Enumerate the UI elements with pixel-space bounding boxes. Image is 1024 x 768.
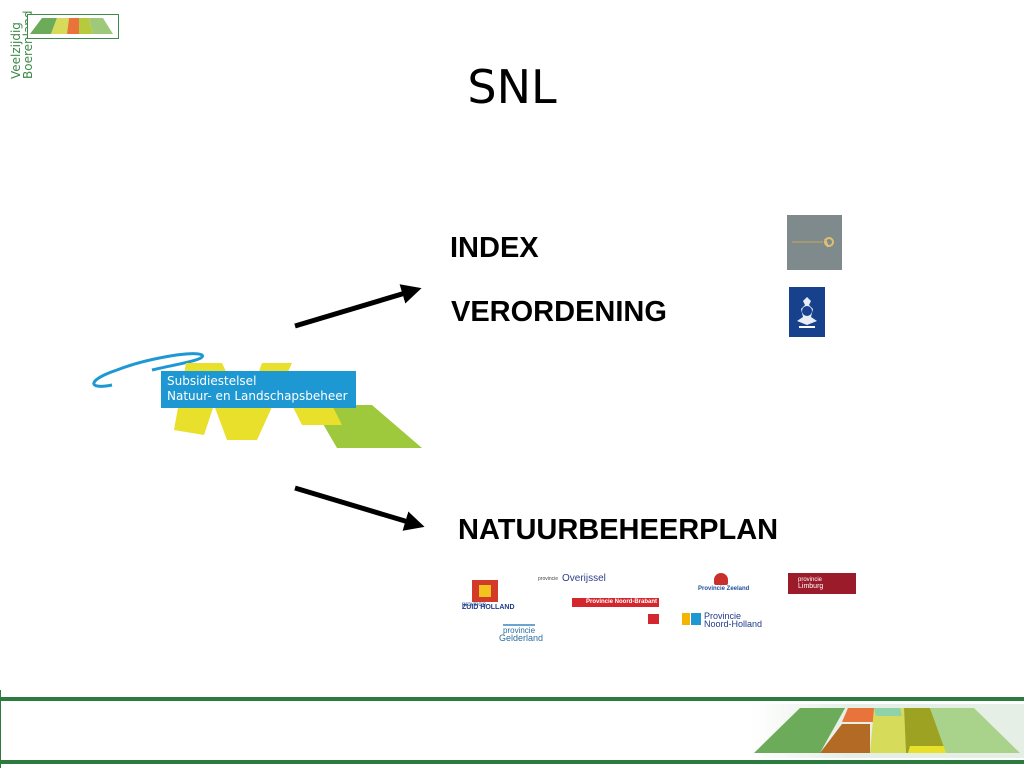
snl-l-green bbox=[312, 405, 422, 448]
noord-holland-line2: Noord-Holland bbox=[704, 619, 763, 629]
arrow-up bbox=[294, 284, 422, 329]
snl-banner-line1: Subsidiestelsel bbox=[167, 374, 257, 388]
gelderland-top: provincie bbox=[503, 624, 536, 635]
arrow-down bbox=[294, 485, 425, 531]
zeeland-lion-icon bbox=[714, 573, 728, 585]
snl-banner: Subsidiestelsel Natuur- en Landschapsbeh… bbox=[161, 371, 356, 408]
rijksoverheid-logo bbox=[789, 287, 825, 337]
natuurbeheerplan-heading: NATUURBEHEERPLAN bbox=[458, 514, 779, 546]
index-heading: INDEX bbox=[450, 232, 539, 264]
noord-holland-mark-1 bbox=[682, 613, 690, 625]
province-noord-holland-logo: Provincie Noord-Holland bbox=[682, 610, 780, 629]
zuid-holland-name: ZUID HOLLAND bbox=[462, 604, 515, 611]
province-noord-brabant-logo: Provincie Noord-Brabant bbox=[572, 598, 659, 607]
footer-left-edge bbox=[0, 690, 1, 768]
coat-of-arms-icon bbox=[797, 297, 817, 328]
slide-title: SNL bbox=[467, 60, 557, 114]
limburg-name: Limburg bbox=[798, 583, 824, 590]
veelzijdig-boerenland-logo: Veelzijdig Boerenland bbox=[0, 0, 125, 85]
footer-line-top bbox=[0, 697, 1024, 701]
province-limburg-logo: provincie Limburg bbox=[788, 573, 856, 594]
brand-fields-icon bbox=[27, 14, 119, 39]
snl-s-outline bbox=[92, 352, 204, 388]
zuid-holland-shield-icon bbox=[472, 580, 498, 602]
limburg-top: provincie bbox=[798, 577, 823, 583]
noord-holland-mark-2 bbox=[691, 613, 701, 625]
gelderland-name: Gelderland bbox=[499, 633, 544, 643]
zuid-holland-top: provincie bbox=[462, 602, 487, 608]
footer-fields-graphic bbox=[750, 704, 1024, 758]
snl-banner-line2: Natuur- en Landschapsbeheer bbox=[167, 389, 348, 403]
ipo-mark-icon bbox=[792, 237, 834, 248]
ipo-logo bbox=[787, 215, 842, 270]
zeeland-name: Provincie Zeeland bbox=[698, 586, 750, 592]
noord-brabant-mark-icon bbox=[648, 614, 659, 624]
province-zeeland-logo: Provincie Zeeland bbox=[696, 573, 750, 597]
overijssel-small: provincie bbox=[538, 576, 559, 582]
province-zuid-holland-logo: provincie ZUID HOLLAND bbox=[460, 580, 515, 612]
province-overijssel-logo: provincie Overijssel bbox=[538, 573, 608, 587]
verordening-heading: VERORDENING bbox=[451, 296, 667, 328]
footer-line-bottom bbox=[0, 760, 1024, 764]
noord-holland-line1: Provincie bbox=[704, 611, 742, 621]
noord-brabant-name: Provincie Noord-Brabant bbox=[586, 599, 658, 605]
overijssel-name: Overijssel bbox=[562, 573, 606, 584]
province-gelderland-logo: provincie Gelderland bbox=[495, 624, 561, 644]
